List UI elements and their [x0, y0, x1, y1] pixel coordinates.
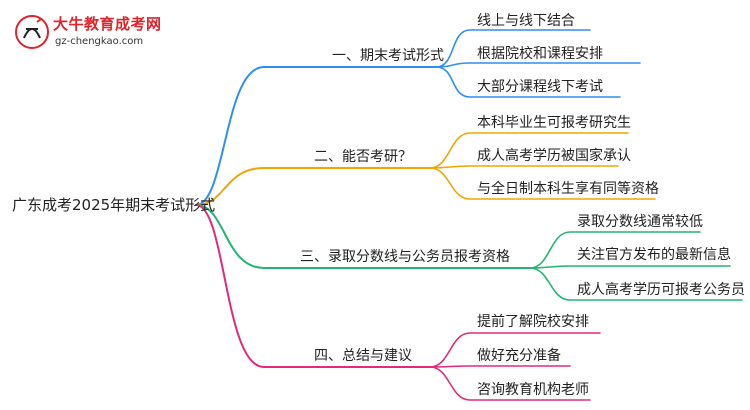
branch-1-label[interactable]: 一、期末考试形式: [332, 48, 444, 64]
branch-1-connector: [195, 66, 437, 206]
branch-3-item-1[interactable]: 录取分数线通常较低: [577, 214, 703, 230]
branch-4-item-3-connector: [429, 366, 591, 401]
branch-1-item-1[interactable]: 线上与线下结合: [477, 13, 575, 29]
branch-4-item-2-connector: [429, 365, 571, 368]
branch-4-connector: [195, 204, 431, 368]
branch-2-item-3[interactable]: 与全日制本科生享有同等资格: [477, 181, 659, 197]
branch-1-item-2[interactable]: 根据院校和课程安排: [477, 46, 603, 62]
branch-3-item-2[interactable]: 关注官方发布的最新信息: [577, 247, 731, 263]
branch-2-connector: [195, 167, 431, 206]
branch-3-item-2-connector: [529, 265, 731, 269]
branch-4-item-2[interactable]: 做好充分准备: [477, 348, 561, 364]
branch-1-item-3[interactable]: 大部分课程线下考试: [477, 79, 603, 95]
branch-3-label[interactable]: 三、录取分数线与公务员报考资格: [300, 249, 510, 265]
branch-2-item-2-connector: [429, 165, 619, 169]
branch-2-item-2[interactable]: 成人高考学历被国家承认: [477, 148, 631, 164]
brand-logo-icon: [15, 15, 49, 49]
branch-3-item-3[interactable]: 成人高考学历可报考公务员: [577, 282, 745, 298]
branch-3-item-1-connector: [529, 231, 701, 269]
branch-1-item-3-connector: [435, 66, 621, 98]
branch-4-item-3[interactable]: 咨询教育机构老师: [477, 382, 589, 398]
branch-2-label[interactable]: 二、能否考研？: [314, 149, 412, 165]
branch-1-item-2-connector: [435, 62, 641, 68]
branch-2-item-3-connector: [429, 167, 656, 200]
branch-3-item-3-connector: [529, 267, 743, 301]
brand-name[interactable]: 大牛教育成考网: [53, 15, 162, 33]
branch-1-item-1-connector: [435, 29, 591, 68]
branch-2-item-1-connector: [429, 132, 629, 169]
branch-4-item-1-connector: [429, 332, 601, 368]
root-topic[interactable]: 广东成考2025年期末考试形式: [12, 196, 216, 214]
branch-2-item-1[interactable]: 本科毕业生可报考研究生: [477, 115, 631, 131]
branch-4-item-1[interactable]: 提前了解院校安排: [477, 314, 589, 330]
branch-3-connector: [195, 204, 531, 269]
branch-4-label[interactable]: 四、总结与建议: [314, 348, 412, 364]
brand-url[interactable]: gz-chengkao.com: [55, 36, 144, 47]
